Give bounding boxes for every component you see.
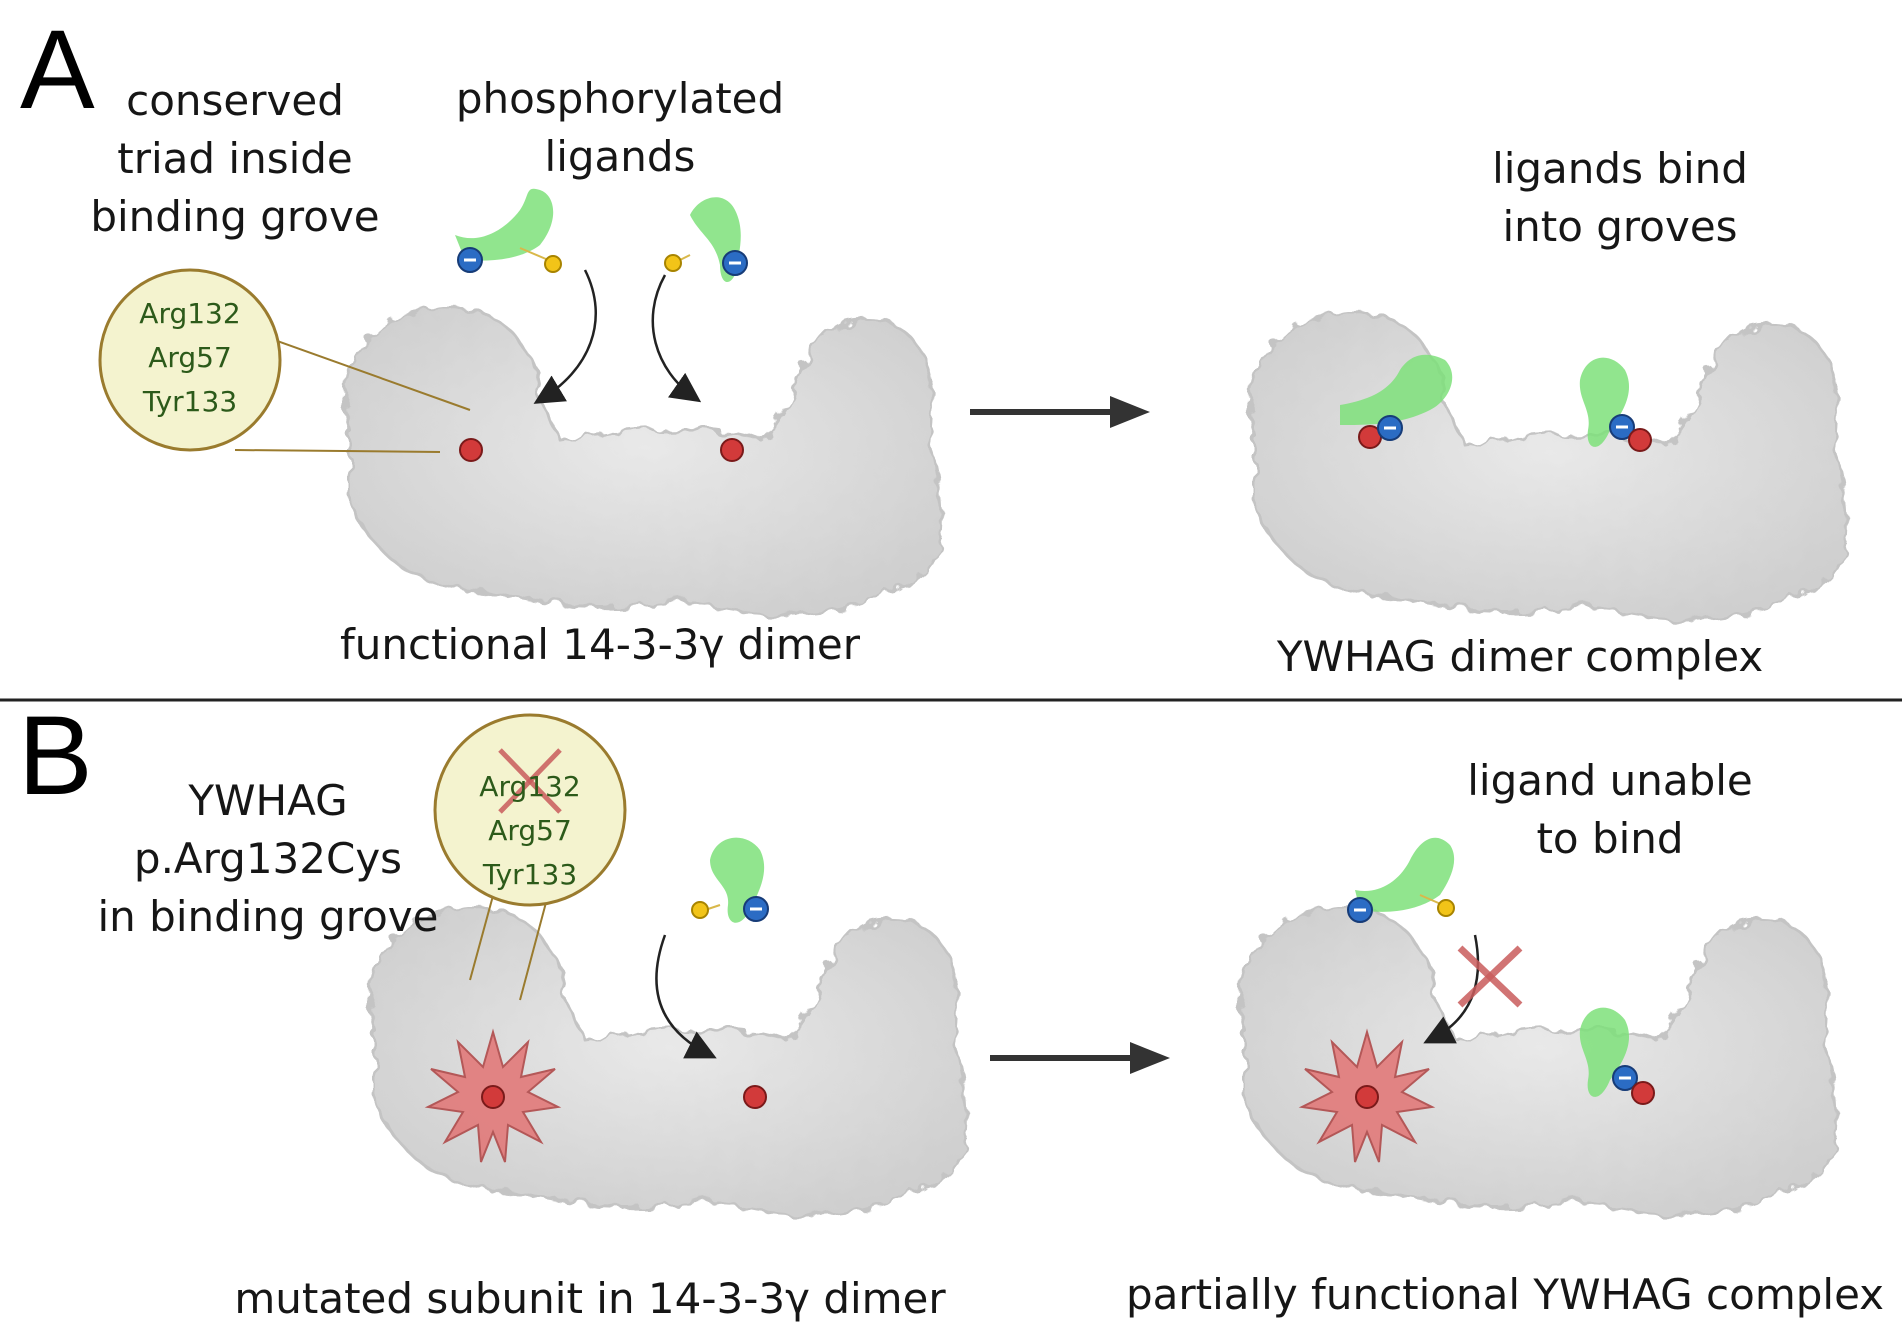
zoom-circle (98, 268, 282, 452)
residue-arg57: Arg57 (488, 814, 572, 847)
variant-label: YWHAG p.Arg132Cys in binding grove (88, 772, 448, 946)
zoom-circle (433, 713, 627, 907)
ligands-label-line-1: phosphorylated (455, 74, 785, 123)
ligand-icon (1579, 1007, 1655, 1105)
triad-label-line-3: binding grove (90, 192, 380, 241)
mutation-star-icon (424, 1028, 562, 1163)
panel-a-left-caption: functional 14-3-3γ dimer (339, 620, 861, 669)
protein-dimer-icon (1248, 312, 1849, 621)
ligand-icon (1579, 357, 1652, 452)
phosphate-icon (544, 255, 562, 273)
ligands-label: phosphorylated ligands (430, 70, 810, 186)
ligand-icon (691, 837, 769, 923)
phosphate-icon (691, 901, 709, 919)
residue-arg57: Arg57 (148, 341, 232, 374)
mutation-star-icon (1298, 1028, 1436, 1163)
panel-b-right-caption: partially functional YWHAG complex (1125, 1270, 1885, 1319)
charge-plus-icon (459, 438, 483, 462)
variant-label-line-1: YWHAG (188, 776, 348, 825)
phosphate-icon (664, 254, 682, 272)
ligand-icon (1340, 354, 1453, 449)
variant-label-line-3: in binding grove (97, 892, 439, 941)
panel-a-letter: A (20, 7, 95, 132)
triad-label: conserved triad inside binding grove (90, 72, 380, 246)
charge-plus-icon (743, 1085, 767, 1109)
panel-b-right-top-label: ligand unable to bind (1440, 752, 1780, 868)
residue-tyr133: Tyr133 (142, 385, 238, 418)
charge-plus-icon (720, 438, 744, 462)
cross-icon (1457, 945, 1523, 1008)
residue-arg132: Arg132 (479, 770, 581, 803)
ligand-icon (455, 188, 562, 273)
panel-b-letter: B (18, 693, 93, 818)
right-top-label-line-2: to bind (1536, 814, 1684, 863)
zoom-residues-b: Arg132 Arg57 Tyr133 (450, 765, 610, 897)
panel-a-right-top-label: ligands bind into groves (1450, 140, 1790, 256)
protein-dimer-icon (343, 307, 944, 616)
triad-label-line-2: triad inside (117, 134, 353, 183)
ligand-icon (664, 197, 748, 283)
residue-arg132: Arg132 (139, 297, 241, 330)
phosphate-icon (1437, 899, 1455, 917)
variant-label-line-2: p.Arg132Cys (133, 834, 403, 883)
right-top-label-line-1: ligand unable (1467, 756, 1753, 805)
protein-dimer-icon (368, 907, 969, 1216)
right-top-label-line-2: into groves (1502, 202, 1738, 251)
residue-tyr133: Tyr133 (482, 858, 578, 891)
ligand-icon (1347, 837, 1455, 923)
zoom-residues-a: Arg132 Arg57 Tyr133 (110, 292, 270, 424)
triad-label-line-1: conserved (126, 76, 344, 125)
panel-a-right-caption: YWHAG dimer complex (1276, 632, 1764, 681)
ligands-label-line-2: ligands (544, 132, 696, 181)
right-top-label-line-1: ligands bind (1492, 144, 1748, 193)
protein-dimer-icon (1238, 907, 1839, 1216)
panel-b-left-caption: mutated subunit in 14-3-3γ dimer (234, 1274, 946, 1323)
cross-icon (498, 748, 562, 814)
